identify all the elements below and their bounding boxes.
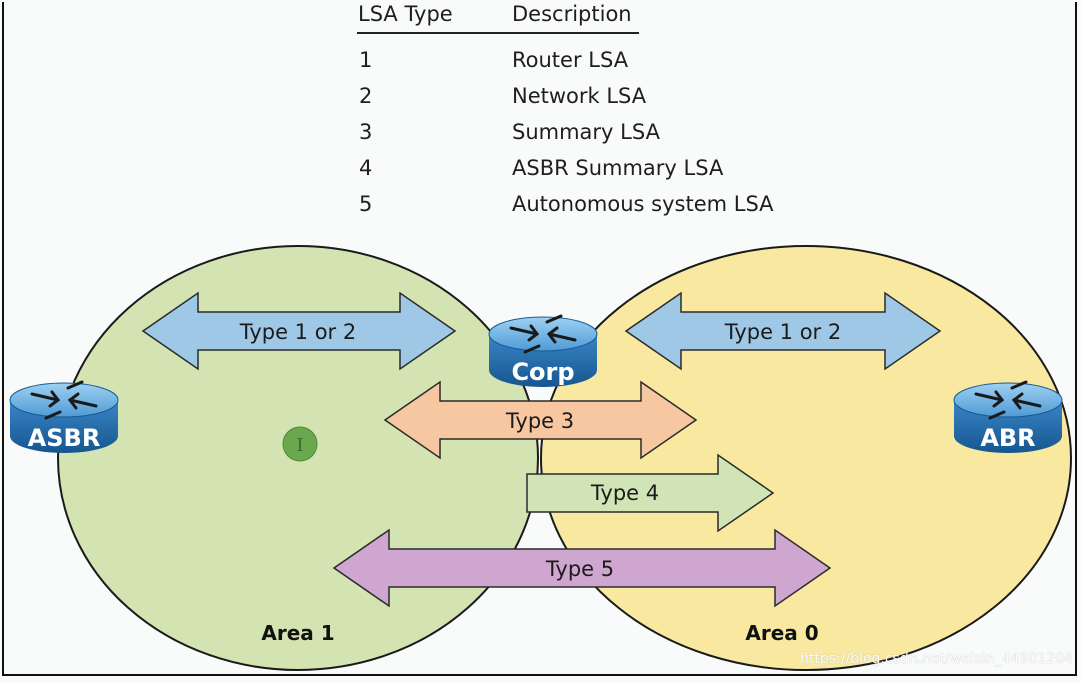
type4-arrow bbox=[526, 453, 775, 533]
lsa-description: Autonomous system LSA bbox=[512, 192, 774, 216]
lsa-description: Summary LSA bbox=[512, 120, 660, 144]
lsa-description: Router LSA bbox=[512, 48, 629, 72]
area-0-label: Area 0 bbox=[745, 621, 818, 645]
type5-label: Type 5 bbox=[545, 557, 614, 581]
corp-router-icon: Corp bbox=[488, 314, 598, 387]
lsa-row: 5 Autonomous system LSA bbox=[357, 192, 774, 222]
lsa-description: Network LSA bbox=[512, 84, 647, 108]
watermark-url: https://blog.csdn.net/weixin_44901204 bbox=[800, 651, 1074, 667]
abr-router-icon: ABR bbox=[953, 380, 1063, 453]
lsa-row: 4 ASBR Summary LSA bbox=[357, 156, 723, 186]
lsa-description: ASBR Summary LSA bbox=[512, 156, 724, 180]
type1or2-label-area0: Type 1 or 2 bbox=[724, 320, 841, 344]
type5-arrow bbox=[332, 528, 832, 608]
header-lsa-type: LSA Type bbox=[358, 2, 453, 26]
header-description: Description bbox=[512, 2, 632, 26]
type1or2-label-area1: Type 1 or 2 bbox=[239, 320, 356, 344]
lsa-row: 1 Router LSA bbox=[357, 48, 657, 78]
area-1-label: Area 1 bbox=[261, 621, 334, 645]
asbr-router-icon: ASBR bbox=[9, 380, 119, 453]
lsa-type-number: 1 bbox=[359, 48, 373, 72]
corp-label: Corp bbox=[511, 358, 574, 386]
area-0-circle bbox=[540, 245, 1072, 671]
type1or2-arrow-area0 bbox=[624, 291, 942, 371]
asbr-label: ASBR bbox=[28, 424, 101, 452]
lsa-row: 3 Summary LSA bbox=[357, 120, 660, 150]
lsa-type-number: 2 bbox=[359, 84, 373, 108]
type4-label: Type 4 bbox=[590, 481, 659, 505]
type3-arrow bbox=[383, 380, 698, 460]
cursor-glyph: I bbox=[296, 435, 303, 456]
lsa-type-number: 3 bbox=[359, 120, 373, 144]
abr-label: ABR bbox=[980, 424, 1035, 452]
lsa-type-number: 5 bbox=[359, 192, 373, 216]
lsa-type-number: 4 bbox=[359, 156, 373, 180]
type3-label: Type 3 bbox=[505, 409, 574, 433]
lsa-table-header: LSA Type Description bbox=[357, 2, 639, 34]
type1or2-arrow-area1 bbox=[141, 291, 457, 371]
cursor-marker: I bbox=[282, 426, 318, 462]
lsa-row: 2 Network LSA bbox=[357, 84, 657, 114]
